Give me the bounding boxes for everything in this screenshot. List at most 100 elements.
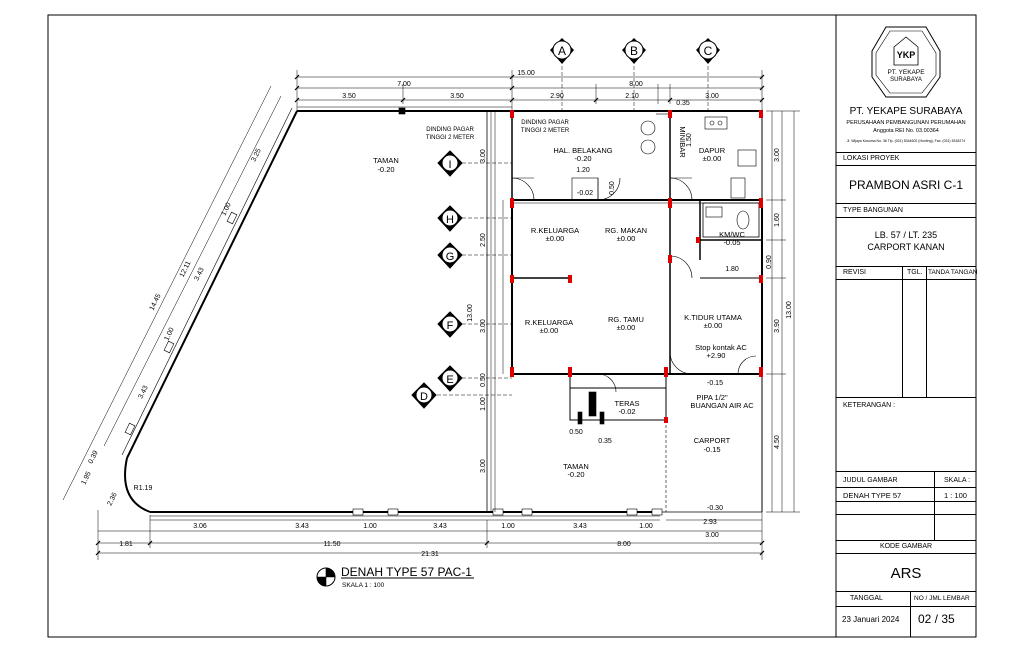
room-taman-bottom-level: -0.20: [567, 470, 584, 479]
section-label-i: I: [448, 159, 451, 171]
kode-label-row: KODE GAMBAR: [836, 540, 976, 554]
room-keluarga-2: R.KELUARGA: [525, 318, 573, 327]
title-block: YKP PT. YEKAPE SURABAYA PT. YEKAPE SURAB…: [836, 15, 978, 637]
room-minibar: MINIBAR: [678, 126, 687, 158]
section-label-f: F: [447, 320, 454, 332]
dim-top-1500: 15.00: [517, 70, 535, 77]
room-tamu: RG. TAMU: [608, 315, 644, 324]
company-address: Jl. Wijaya Kusuma No. 36 Tlp. (031) 5344…: [846, 139, 966, 143]
dim-top-290: 2.90: [550, 93, 564, 100]
dim-right-160: 1.60: [774, 213, 781, 227]
dimension-lines: [62, 70, 800, 560]
ttd-label: TANDA TANGAN: [928, 269, 978, 276]
dim-top-300: 3.00: [705, 93, 719, 100]
dim-diag-039: 0.39: [88, 450, 100, 465]
room-hal-belakang: HAL. BELAKANG: [553, 146, 612, 155]
columns: [510, 110, 763, 423]
dim-bot-343a: 3.43: [295, 523, 309, 530]
sheet-border: [47, 14, 977, 638]
dim-bot-343c: 3.43: [573, 523, 587, 530]
dim-diag-343b: 3.43: [138, 385, 150, 400]
boundary-windows: [124, 107, 663, 516]
dim-diag-325: 3.25: [251, 148, 263, 163]
note-buangan-air: BUANGAN AIR AC: [690, 401, 754, 410]
tanggal-value: 23 Januari 2024: [842, 615, 900, 624]
type-value-1: LB. 57 / LT. 235: [874, 230, 938, 240]
kode-value-row: ARS: [836, 554, 976, 592]
room-tidur-utama-level: ±0.00: [704, 321, 723, 330]
house-walls: [511, 111, 763, 512]
type-label-row: TYPE BANGUNAN: [836, 204, 976, 218]
level-hal-002: -0.02: [577, 190, 593, 197]
section-label-e: E: [446, 374, 453, 386]
room-kmwc: KM/WC: [719, 230, 745, 239]
room-keluarga-1: R.KELUARGA: [531, 226, 579, 235]
dim-bot-1150: 11.50: [324, 541, 341, 548]
fence-lines: [486, 111, 492, 512]
dim-diag-195: 1.95: [81, 471, 93, 486]
grid-marker-b: [622, 38, 646, 64]
dim-bot-100a: 1.00: [363, 523, 377, 530]
dim-radius: R1.19: [134, 485, 153, 492]
dim-right-090: 0.90: [766, 255, 773, 269]
fixtures: [571, 113, 757, 425]
dim-top-800: 8.00: [629, 81, 643, 88]
dim-right-300: 3.00: [774, 148, 781, 162]
dim-bot-100c: 1.00: [639, 523, 653, 530]
judul-value: DENAH TYPE 57: [843, 491, 902, 500]
company-name: PT. YEKAPE SURABAYA: [849, 106, 963, 117]
logo-text-2: SURABAYA: [890, 77, 922, 83]
dim-top-350b: 3.50: [450, 93, 464, 100]
revisi-section: REVISI TGL. TANDA TANGAN: [836, 267, 978, 398]
room-keluarga-1-level: ±0.00: [546, 234, 565, 243]
note-stop-kontak-height: +2.90: [707, 351, 726, 360]
dim-bot-100b: 1.00: [501, 523, 515, 530]
tgl-label: TGL.: [907, 269, 923, 276]
dim-inner-250: 2.50: [480, 233, 487, 247]
dim-right-390: 3.90: [774, 319, 781, 333]
level-carport-030: -0.30: [707, 505, 723, 512]
dim-bot-181: 1.81: [119, 541, 133, 548]
dim-misc-050b: 0.50: [569, 429, 583, 436]
room-taman-bottom: TAMAN: [563, 462, 589, 471]
company-subtitle: PERUSAHAAN PEMBANGUNAN PERUMAHAN: [846, 120, 966, 126]
dim-right-450: 4.50: [774, 435, 781, 449]
type-value-row: LB. 57 / LT. 235 CARPORT KANAN: [836, 218, 976, 267]
note-pipa: PIPA 1/2": [696, 393, 728, 402]
room-tamu-level: ±0.00: [617, 323, 636, 332]
dim-top-210: 2.10: [625, 93, 639, 100]
note-fence-2a: DINDING PAGAR: [521, 120, 569, 126]
room-taman-top-level: -0.20: [377, 165, 394, 174]
section-markers: [411, 150, 512, 409]
dim-diag-343a: 3.43: [194, 267, 206, 282]
dim-misc-035: 0.35: [598, 438, 612, 445]
note-fence-2b: TINGGI 2 METER: [521, 128, 570, 134]
room-makan-level: ±0.00: [617, 234, 636, 243]
dim-diag-100b: 1.00: [164, 327, 176, 342]
dim-bot-2131: 21.31: [421, 551, 439, 558]
room-carport: CARPORT: [694, 436, 731, 445]
nojml-label: NO / JML LEMBAR: [914, 595, 970, 602]
judul-section: JUDUL GAMBAR SKALA : DENAH TYPE 57 1 : 1…: [836, 472, 976, 541]
room-taman-top: TAMAN: [373, 156, 399, 165]
grid-label-c: C: [704, 44, 713, 58]
note-stop-kontak: Stop kontak AC: [695, 343, 747, 352]
section-label-d: D: [420, 391, 428, 403]
dim-bot-293: 2.93: [703, 519, 717, 526]
dim-misc-050: 0.50: [609, 181, 616, 195]
dim-diag-1445: 14.45: [149, 293, 163, 312]
dimension-ticks: [95, 74, 765, 556]
grid-marker-c: [696, 38, 720, 64]
dim-bot-343b: 3.43: [433, 523, 447, 530]
section-label-h: H: [446, 214, 454, 226]
dim-diag-236: 2.36: [107, 492, 119, 507]
note-fence-1b: TINGGI 2 METER: [426, 135, 475, 141]
room-hal-belakang-level: -0.20: [574, 154, 591, 163]
company-logo: [871, 26, 941, 98]
dim-inner-300c: 3.00: [480, 459, 487, 473]
room-carport-level: -0.15: [703, 445, 720, 454]
room-tidur-utama: K.TIDUR UTAMA: [684, 313, 742, 322]
dim-inner-300a: 3.00: [480, 149, 487, 163]
plot-boundary: [121, 106, 763, 517]
lokasi-label: LOKASI PROYEK: [843, 155, 900, 162]
